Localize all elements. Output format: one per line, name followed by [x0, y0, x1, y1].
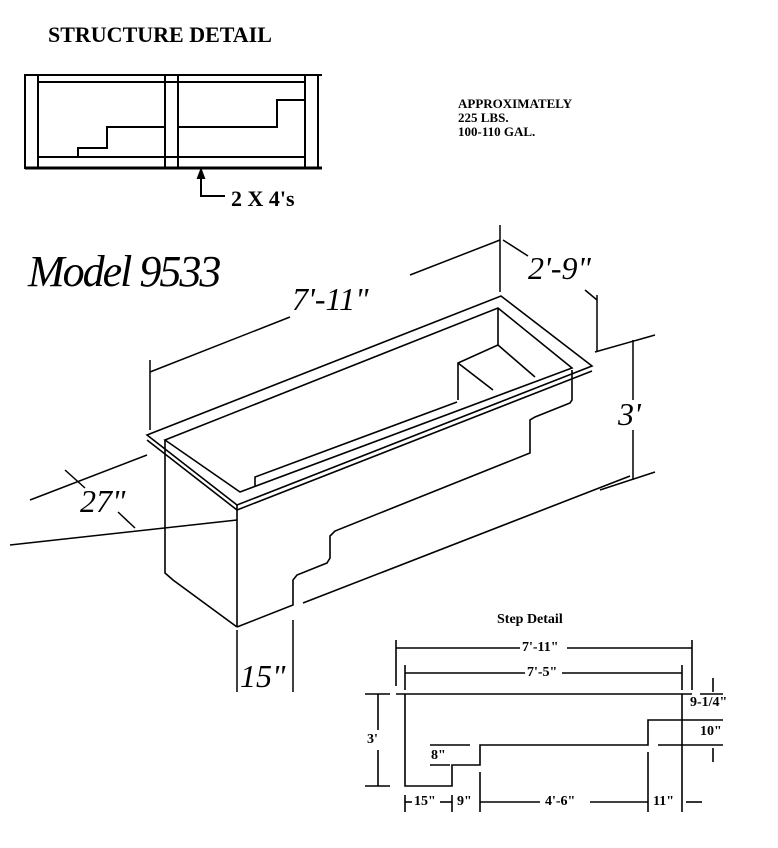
- model-name: Model 9533: [28, 247, 221, 296]
- dim-step-depth: 27": [80, 483, 126, 519]
- specs-capacity: 100-110 GAL.: [458, 124, 536, 139]
- specs-approx: APPROXIMATELY: [458, 96, 573, 111]
- dim-width: 2'-9": [528, 250, 591, 286]
- dim-step-width: 15": [240, 658, 286, 694]
- step-seg-1: 15": [414, 794, 436, 809]
- specs-weight: 225 LBS.: [458, 110, 509, 125]
- lumber-label: 2 X 4's: [231, 186, 295, 211]
- dim-length: 7'-11": [292, 281, 369, 317]
- step-seg-3: 4'-6": [545, 794, 576, 809]
- structure-detail-frame: [24, 74, 322, 197]
- step-rise-1: 8": [431, 748, 446, 763]
- step-top-offset: 9-1/4": [690, 695, 728, 710]
- step-seg-4: 11": [653, 794, 674, 809]
- step-detail-drawing: [365, 640, 723, 812]
- tank-isometric: [145, 295, 631, 628]
- step-overall-length: 7'-11": [522, 640, 559, 655]
- step-detail-title: Step Detail: [497, 612, 563, 627]
- tank-dimension-lines: [9, 225, 656, 692]
- structure-detail-title: STRUCTURE DETAIL: [48, 22, 272, 47]
- step-height: 3': [367, 732, 378, 747]
- step-seg-2: 9": [457, 794, 472, 809]
- step-inner-length: 7'-5": [527, 665, 558, 680]
- step-rise-2: 10": [700, 724, 722, 739]
- dim-height: 3': [618, 396, 641, 432]
